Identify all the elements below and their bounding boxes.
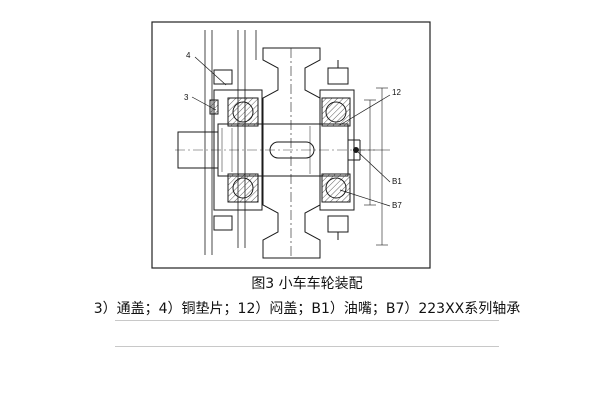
divider-line [115,346,499,347]
drawing-frame [151,21,431,269]
callout-B7: B7 [392,201,402,210]
left-rail-lines [204,30,257,255]
divider-line [115,320,499,321]
wheel-assembly-drawing: 4 3 12 B1 B7 [151,21,431,269]
wheel [262,47,321,259]
figure-caption: 图3 小车车轮装配 [251,276,363,292]
callout-12: 12 [392,88,401,97]
leader-lines [191,56,391,207]
dimension-lines [360,87,390,246]
callout-3: 3 [184,93,189,102]
grease-nipple [353,147,359,153]
figure-legend: 3）通盖；4）铜垫片；12）闷盖；B1）油嘴；B7）223XX系列轴承 [93,301,521,317]
left-bearing-housing [209,69,263,231]
callout-B1: B1 [392,177,402,186]
shaft [177,123,361,177]
right-bearing-housing [319,60,355,240]
callout-4: 4 [186,51,191,60]
